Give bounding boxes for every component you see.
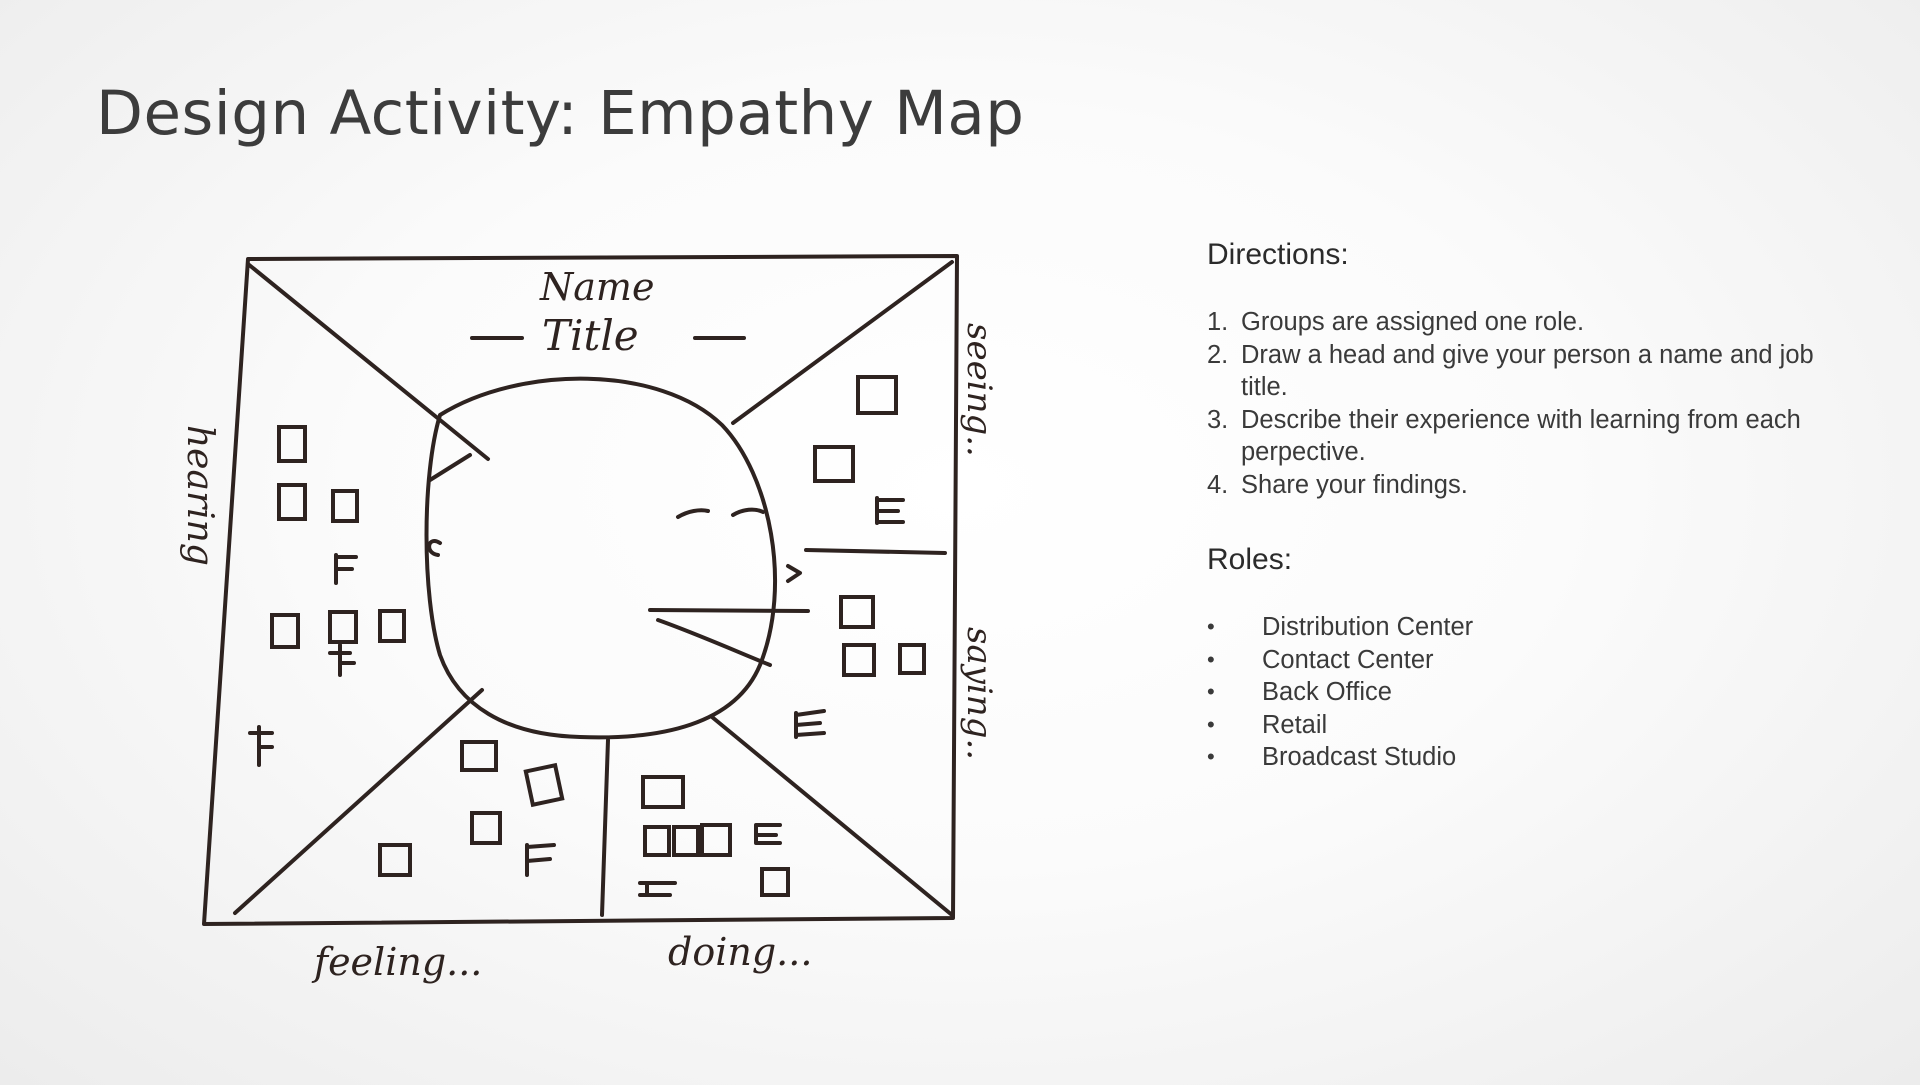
sketch-title-label: Title	[542, 311, 639, 360]
eye-left	[676, 508, 710, 519]
instructions-panel: Directions: 1. Groups are assigned one r…	[1207, 238, 1847, 774]
directions-list: 1. Groups are assigned one role. 2. Draw…	[1207, 306, 1847, 501]
divider-bottom	[600, 738, 610, 917]
role-item: • Retail	[1207, 709, 1847, 742]
role-label: Broadcast Studio	[1262, 743, 1457, 771]
mouth-bottom	[656, 618, 772, 667]
bullet-icon: •	[1207, 744, 1215, 769]
role-item: • Broadcast Studio	[1207, 741, 1847, 774]
bullet-icon: •	[1207, 646, 1215, 672]
role-label: Retail	[1262, 710, 1328, 739]
diagonal-bottom-right	[710, 715, 954, 917]
tally-marks	[248, 496, 905, 897]
direction-number: 1.	[1207, 308, 1229, 336]
roles-heading: Roles:	[1207, 543, 1293, 576]
direction-text: Draw a head and give your person a name …	[1241, 340, 1814, 402]
empathy-map-drawing: Name Title hearing seeing.. saying.. fee…	[179, 254, 999, 984]
direction-item: 2. Draw a head and give your person a na…	[1207, 339, 1847, 404]
sketch-name-label: Name	[539, 265, 654, 309]
bullet-icon: •	[1207, 679, 1215, 704]
nose	[786, 564, 802, 583]
role-label: Back Office	[1262, 678, 1392, 706]
bullet-icon: •	[1207, 711, 1215, 737]
direction-number: 4.	[1207, 470, 1229, 499]
direction-number: 2.	[1207, 340, 1229, 369]
direction-item: 3. Describe their experience with learni…	[1207, 404, 1847, 469]
role-item: • Contact Center	[1207, 644, 1847, 677]
ear	[427, 539, 442, 557]
map-frame	[202, 254, 959, 926]
diagonal-top-right	[731, 260, 954, 425]
diagonal-bottom-left	[233, 688, 484, 915]
direction-number: 3.	[1207, 405, 1229, 434]
bullet-icon: •	[1207, 614, 1215, 639]
mouth-top	[648, 608, 810, 613]
sketch-saying-label: saying..	[959, 627, 999, 760]
direction-item: 1. Groups are assigned one role.	[1207, 306, 1847, 339]
role-label: Distribution Center	[1262, 613, 1474, 641]
direction-text: Share your findings.	[1241, 470, 1468, 499]
direction-text: Describe their experience with learning …	[1241, 405, 1801, 467]
hair-stroke	[428, 453, 472, 482]
slide-title: Design Activity: Empathy Map	[96, 78, 1025, 149]
roles-list: • Distribution Center • Contact Center •…	[1207, 611, 1847, 774]
sketch-hearing-label: hearing	[179, 425, 220, 566]
role-label: Contact Center	[1262, 645, 1434, 674]
sketch-feeling-label: feeling...	[311, 940, 482, 984]
diagonal-top-left	[246, 262, 490, 461]
empathy-map-sketch: Name Title hearing seeing.. saying.. fee…	[140, 235, 1020, 1005]
sticky-notes	[270, 375, 926, 897]
eye-right	[731, 507, 765, 517]
direction-text: Groups are assigned one role.	[1241, 308, 1585, 336]
directions-heading: Directions:	[1207, 238, 1349, 271]
sketch-doing-label: doing...	[668, 930, 812, 974]
divider-right	[804, 548, 947, 555]
sketch-seeing-label: seeing..	[959, 323, 999, 457]
direction-item: 4. Share your findings.	[1207, 469, 1847, 502]
head-outline	[424, 376, 777, 740]
role-item: • Back Office	[1207, 676, 1847, 709]
role-item: • Distribution Center	[1207, 611, 1847, 644]
